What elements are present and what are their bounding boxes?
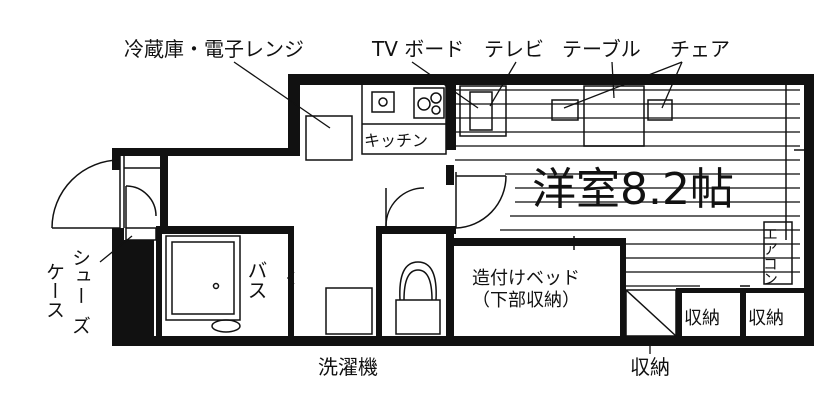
room-label: 洋室8.2帖 (532, 164, 734, 215)
table-label: テーブル (562, 37, 641, 61)
shoe-case-label-1: シュー (69, 248, 91, 305)
fixtures (51, 81, 808, 337)
fridge-label: 冷蔵庫・電子レンジ (124, 37, 304, 61)
chair-label: チェア (670, 37, 730, 61)
bed-label-line1: 造付けベッド (472, 268, 580, 289)
leader-lines (99, 61, 683, 354)
shoe-case-label-3: ズ (69, 316, 91, 335)
bath-label: バス (244, 260, 268, 300)
washer-label: 洗濯機 (318, 355, 378, 379)
shoe-case-label-2: ケース (43, 262, 65, 319)
storage-label-2: 収納 (748, 308, 784, 329)
walls (112, 74, 814, 346)
storage-label-1: 収納 (684, 308, 720, 329)
bed-label-line2: （下部収納） (472, 290, 580, 311)
aircon-label: エアコン (761, 226, 779, 286)
storage-bottom-label: 収納 (630, 355, 670, 379)
tv-label: テレビ (484, 37, 544, 61)
tv-board-label: TV ボード (371, 37, 464, 61)
kitchen-label: キッチン (364, 131, 428, 150)
